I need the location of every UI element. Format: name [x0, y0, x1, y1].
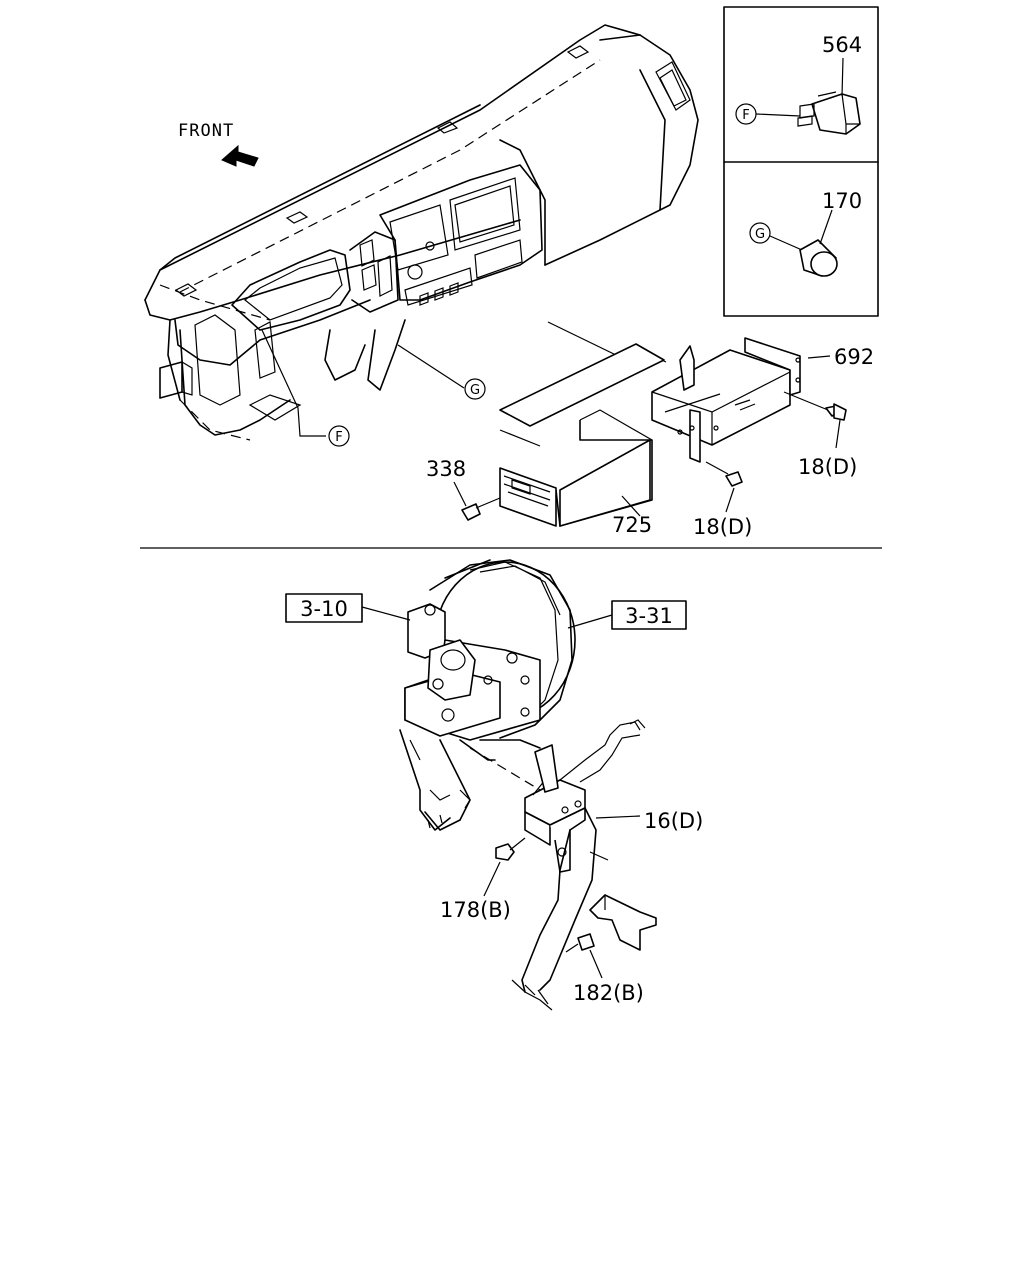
part-564-label: 564: [822, 33, 862, 57]
ref-3-10: 3-10: [285, 593, 411, 623]
inset-panel: [723, 6, 879, 317]
ref-3-10-label: 3-10: [300, 597, 348, 621]
ref-3-31: 3-31: [567, 600, 687, 630]
bolt-182b: 182(B): [565, 933, 644, 1005]
screw-18d-bottom: 18(D): [693, 461, 752, 539]
plug-170: G 170: [749, 189, 862, 277]
radio-box-725: 725: [499, 343, 665, 537]
brake-booster-assembly: [399, 559, 576, 831]
radio-leader-bottom: [499, 429, 541, 447]
lower-mount-bracket: [511, 894, 657, 1011]
screw-338: 338: [426, 457, 501, 521]
front-arrow-icon: [221, 144, 259, 167]
part-170-label: 170: [822, 189, 862, 213]
part-16d-label: 16(D): [644, 809, 703, 833]
radio-leader-top: [547, 321, 619, 357]
part-178b-label: 178(B): [440, 898, 511, 922]
radio-bracket-692: 692: [651, 337, 874, 463]
part-338-label: 338: [426, 457, 466, 481]
switch-564: F 564: [735, 33, 862, 135]
bracket-16d: 16(D): [521, 719, 703, 993]
front-label: FRONT: [178, 121, 234, 141]
callout-f-label: F: [335, 430, 342, 445]
part-18d-right-label: 18(D): [798, 455, 857, 479]
callout-g-label: G: [470, 383, 480, 398]
screw-18d-right: 18(D): [783, 391, 857, 479]
dashboard-assembly: [144, 24, 699, 441]
inset-callout-g-label: G: [755, 227, 765, 242]
part-182b-label: 182(B): [573, 981, 644, 1005]
inset-callout-f-label: F: [742, 108, 749, 123]
front-indicator: FRONT: [178, 121, 259, 167]
callout-g-dashboard: G: [397, 344, 486, 400]
callout-f-dashboard: F: [261, 329, 350, 447]
nut-178b: 178(B): [440, 837, 526, 922]
ref-3-31-label: 3-31: [625, 604, 673, 628]
part-692-label: 692: [834, 345, 874, 369]
part-18d-bottom-label: 18(D): [693, 515, 752, 539]
part-725-label: 725: [612, 513, 652, 537]
